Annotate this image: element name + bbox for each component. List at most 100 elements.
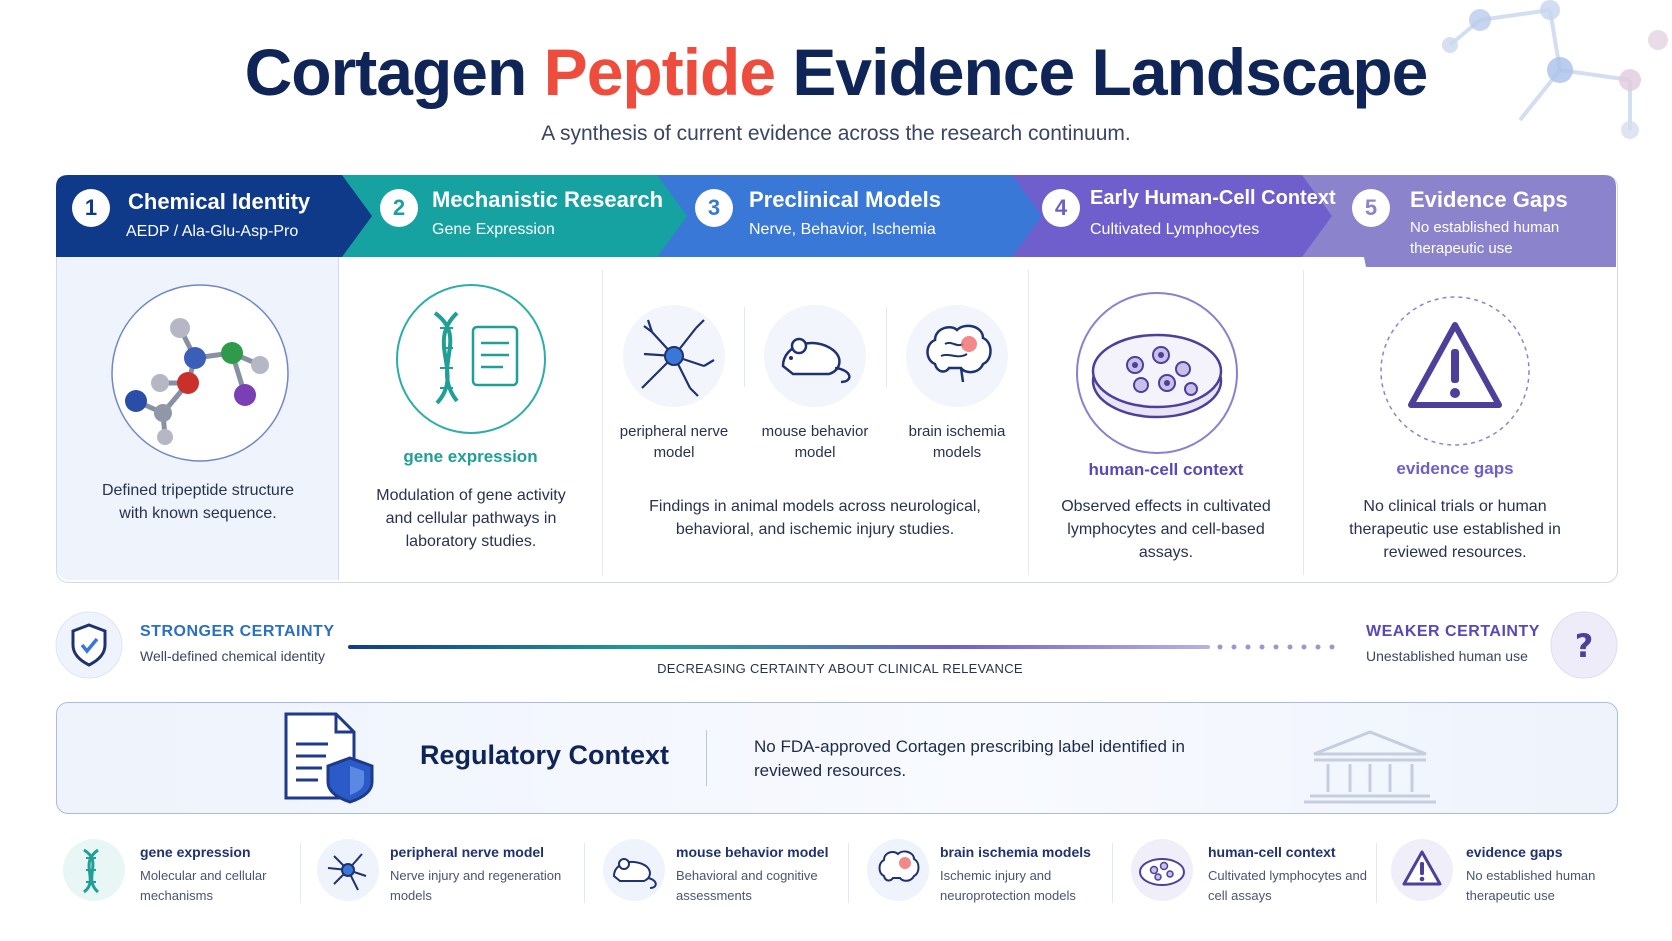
brain-ischemia-label: brain ischemia models [908, 423, 1006, 461]
warning-icon [1380, 296, 1530, 446]
stage-3-header: 3 Preclinical Models Nerve, Behavior, Is… [685, 175, 985, 257]
model-divider [744, 307, 745, 387]
card-divider [1303, 270, 1304, 575]
card-gene-caption: Modulation of gene activity and cellular… [376, 487, 566, 550]
tripeptide-molecule-icon [111, 284, 289, 462]
card-divider [602, 270, 603, 575]
legend-title: peripheral nerve model [390, 844, 545, 860]
legend-item-evidence-gaps: evidence gaps No established human thera… [1390, 838, 1630, 908]
brain-icon [906, 305, 1008, 407]
document-shield-icon [284, 712, 374, 804]
petri-dish-icon [1131, 839, 1193, 901]
card-evidence-gaps: evidence gaps No clinical trials or huma… [1304, 257, 1614, 580]
card-preclinical-caption: Findings in animal models across neurolo… [649, 498, 981, 538]
dna-document-icon [396, 284, 546, 434]
regulatory-context-text: No FDA-approved Cortagen prescribing lab… [754, 737, 1185, 780]
stage-2-header: 2 Mechanistic Research Gene Expression [370, 175, 670, 257]
legend-subtitle: Molecular and cellular mechanisms [140, 868, 267, 903]
warning-icon [1391, 839, 1453, 901]
stage-chevron-3 [651, 175, 1042, 257]
legend-divider [584, 843, 585, 903]
legend-divider [1112, 843, 1113, 903]
dna-icon [63, 839, 125, 901]
neuron-icon [623, 305, 725, 407]
legend-subtitle: No established human therapeutic use [1466, 868, 1596, 903]
regulatory-divider [706, 730, 707, 786]
mouse-behavior-label: mouse behavior model [761, 423, 869, 461]
legend-subtitle: Cultivated lymphocytes and cell assays [1208, 868, 1367, 903]
stage-1-title: Chemical Identity [128, 189, 311, 214]
gene-expression-label: gene expression [403, 447, 538, 466]
stronger-certainty-subtitle: Well-defined chemical identity [140, 648, 325, 664]
card-divider [338, 257, 339, 580]
regulatory-context-title: Regulatory Context [420, 740, 670, 770]
card-chemical-caption: Defined tripeptide structure with known … [101, 482, 295, 522]
stage-2-title: Mechanistic Research [432, 187, 664, 212]
stage-4-subtitle: Cultivated Lymphocytes [1090, 221, 1260, 238]
stage-header-bar [56, 175, 1616, 267]
legend-subtitle: Behavioral and cognitive assessments [676, 868, 818, 903]
stage-3-subtitle: Nerve, Behavior, Ischemia [749, 221, 936, 238]
mouse-icon [764, 305, 866, 407]
shield-check-icon [55, 611, 123, 679]
stage-4-title: Early Human-Cell Context [1090, 187, 1336, 209]
page-title: Cortagen Peptide Evidence Landscape [244, 35, 1429, 109]
mouse-icon [603, 839, 665, 901]
weaker-certainty-subtitle: Unestablished human use [1366, 648, 1528, 664]
card-gaps-caption: No clinical trials or human therapeutic … [1349, 498, 1561, 561]
stronger-certainty-title: STRONGER CERTAINTY [140, 623, 335, 640]
legend-title: human-cell context [1208, 844, 1336, 860]
stage-2-subtitle: Gene Expression [432, 221, 555, 238]
card-divider [1028, 270, 1029, 575]
legend-divider [300, 843, 301, 903]
legend-subtitle: Nerve injury and regeneration models [390, 868, 562, 903]
human-cell-label: human-cell context [1088, 460, 1244, 479]
stage-5-number: 5 [1352, 189, 1390, 227]
legend-title: brain ischemia models [940, 844, 1091, 860]
model-divider [886, 307, 887, 387]
question-mark-icon: ? [1550, 611, 1618, 679]
certainty-gradient-line [348, 644, 1335, 650]
molecule-decoration-icon [1442, 0, 1668, 139]
stage-3-number: 3 [695, 189, 733, 227]
stage-chevron-2 [336, 175, 687, 257]
legend-divider [848, 843, 849, 903]
legend-item-mouse-behavior: mouse behavior model Behavioral and cogn… [602, 838, 852, 908]
card-human-cell-context: human-cell context Observed effects in c… [1029, 257, 1303, 580]
weaker-certainty-title: WEAKER CERTAINTY [1366, 623, 1540, 640]
stage-1-header: 1 Chemical Identity AEDP / Ala-Glu-Asp-P… [56, 175, 356, 257]
card-preclinical-models: peripheral nerve model mouse behavior mo… [603, 257, 1028, 580]
stage-4-header: 4 Early Human-Cell Context Cultivated Ly… [1040, 175, 1340, 257]
government-building-icon [1304, 730, 1436, 804]
legend-title: mouse behavior model [676, 844, 829, 860]
legend-title: evidence gaps [1466, 844, 1563, 860]
stage-1-number: 1 [72, 189, 110, 227]
stage-chevron-1 [56, 175, 372, 257]
certainty-axis-label: DECREASING CERTAINTY ABOUT CLINICAL RELE… [657, 661, 1023, 676]
stage-2-number: 2 [380, 189, 418, 227]
card-human-caption: Observed effects in cultivated lymphocyt… [1061, 498, 1271, 561]
neuron-icon [317, 839, 379, 901]
legend-item-gene-expression: gene expression Molecular and cellular m… [62, 838, 302, 908]
legend-title: gene expression [140, 844, 251, 860]
peripheral-nerve-label: peripheral nerve model [619, 423, 729, 461]
evidence-gaps-label: evidence gaps [1396, 459, 1514, 478]
stage-5-title: Evidence Gaps [1410, 187, 1568, 212]
stage-3-title: Preclinical Models [749, 187, 941, 212]
stage-chevron-4 [1006, 175, 1332, 257]
stage-5-header: 5 Evidence Gaps No established human the… [1352, 175, 1612, 257]
card-mechanistic-research: gene expression Modulation of gene activ… [339, 257, 602, 580]
legend-item-brain-ischemia: brain ischemia models Ischemic injury an… [866, 838, 1116, 908]
legend-item-peripheral-nerve: peripheral nerve model Nerve injury and … [316, 838, 576, 908]
petri-dish-icon [1076, 292, 1238, 454]
stage-4-number: 4 [1042, 189, 1080, 227]
svg-text:?: ? [1575, 627, 1594, 665]
legend-subtitle: Ischemic injury and neuroprotection mode… [940, 868, 1076, 903]
stage-5-subtitle: No established human therapeutic use [1410, 219, 1560, 257]
stage-1-subtitle: AEDP / Ala-Glu-Asp-Pro [126, 223, 299, 240]
page-subtitle: A synthesis of current evidence across t… [541, 122, 1131, 145]
brain-icon [867, 839, 929, 901]
legend-divider [1376, 843, 1377, 903]
legend-item-human-cell: human-cell context Cultivated lymphocyte… [1130, 838, 1380, 908]
card-chemical-identity: Defined tripeptide structure with known … [57, 257, 339, 580]
